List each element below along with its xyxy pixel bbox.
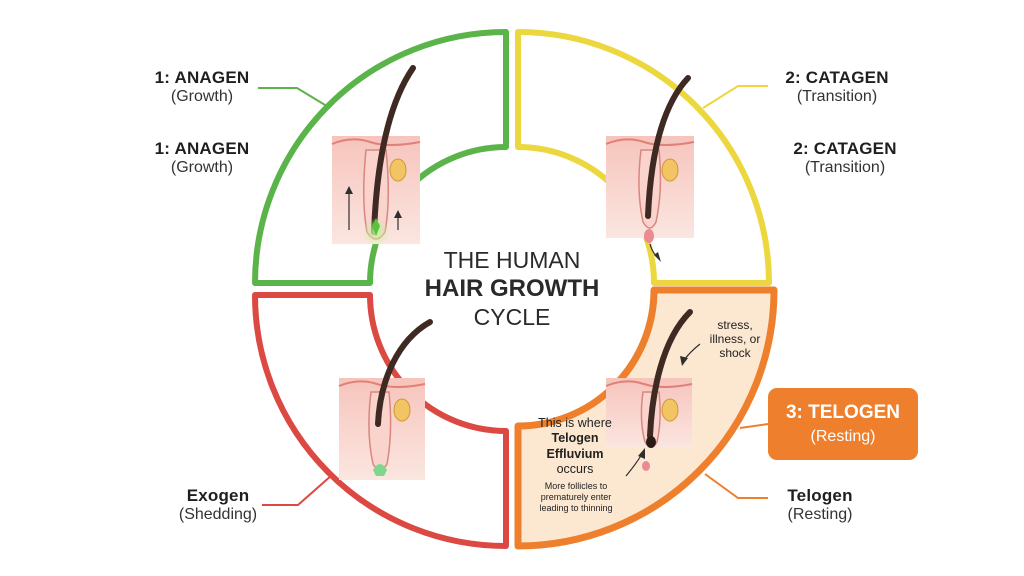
te-note-bold-2: Effluvium: [546, 446, 604, 461]
resting-follicle-icon: [605, 309, 701, 477]
exogen-label: Exogen (Shedding): [128, 486, 308, 524]
thinning-note-line-1: More follicles to: [544, 481, 608, 491]
telogen-callout-line: [739, 423, 769, 429]
title-line-3: CYCLE: [473, 304, 551, 331]
telogen-leader-line: [704, 473, 768, 499]
thinning-note-line-3: leading to thinning: [539, 502, 613, 513]
shrinking-follicle-icon: [605, 75, 695, 262]
growing-follicle-icon: [331, 65, 421, 246]
anagen-label: 1: ANAGEN (Growth): [112, 68, 292, 106]
anagen-label-repeat: 1: ANAGEN (Growth): [112, 139, 292, 177]
telogen-callout-box: 3: TELOGEN (Resting): [768, 388, 918, 460]
catagen-title-repeat: 2: CATAGEN: [793, 139, 897, 158]
cycle-title: THE HUMAN HAIR GROWTH CYCLE: [422, 246, 602, 331]
telogen-effluvium-note: This is where Telogen Effluvium occurs: [520, 416, 630, 477]
te-note-line-1: This is where: [538, 416, 612, 430]
te-note-line-3: Effluvium: [520, 447, 630, 462]
telogen-label: Telogen (Resting): [740, 486, 900, 524]
anagen-leader-line: [258, 87, 331, 109]
shedding-follicle-icon: [338, 319, 433, 480]
title-line-2: HAIR GROWTH: [424, 275, 600, 303]
telogen-subtitle: (Resting): [787, 505, 853, 523]
exogen-title: Exogen: [186, 486, 250, 505]
te-note-line-4: occurs: [556, 461, 594, 476]
catagen-subtitle: (Transition): [796, 87, 878, 105]
catagen-label: 2: CATAGEN (Transition): [752, 68, 922, 106]
te-note-line-2: Telogen: [520, 431, 630, 446]
stress-note-line-2: illness, or: [709, 332, 761, 347]
anagen-title: 1: ANAGEN: [154, 68, 250, 87]
title-line-1: THE HUMAN: [443, 247, 581, 273]
exogen-leader-line: [262, 474, 333, 506]
anagen-title-repeat: 1: ANAGEN: [154, 139, 250, 158]
thinning-note: More follicles to prematurely enter lead…: [524, 481, 628, 513]
anagen-subtitle-repeat: (Growth): [170, 158, 234, 176]
stress-note-line-1: stress,: [717, 318, 753, 332]
thinning-note-line-2: prematurely enter: [540, 491, 612, 502]
catagen-subtitle-repeat: (Transition): [804, 158, 886, 176]
anagen-subtitle: (Growth): [170, 87, 234, 105]
stress-note: stress, illness, or shock: [700, 318, 770, 360]
catagen-title: 2: CATAGEN: [785, 68, 889, 87]
te-note-bold-1: Telogen: [551, 431, 599, 446]
catagen-leader-line: [702, 85, 768, 109]
telogen-title: Telogen: [787, 486, 853, 505]
telogen-callout-subtitle: (Resting): [810, 428, 876, 445]
exogen-subtitle: (Shedding): [178, 505, 258, 523]
telogen-callout-title: 3: TELOGEN: [785, 402, 900, 423]
stress-note-line-3: shock: [719, 346, 751, 361]
catagen-label-repeat: 2: CATAGEN (Transition): [760, 139, 930, 177]
